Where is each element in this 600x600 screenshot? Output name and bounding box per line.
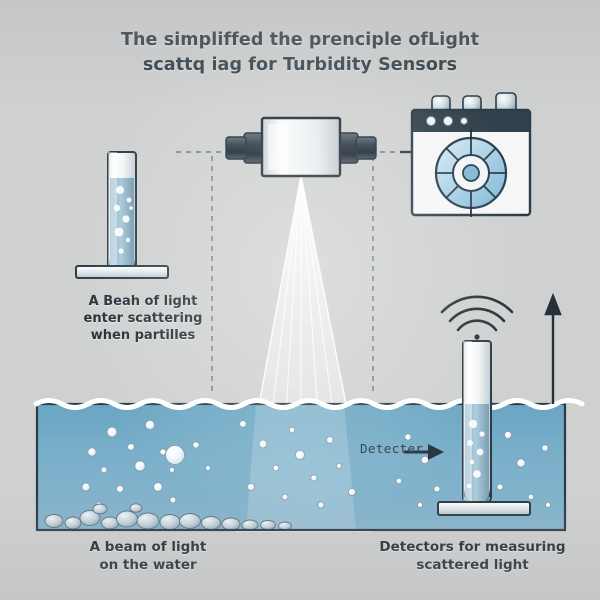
sediment-layer bbox=[44, 503, 292, 530]
detector-probe-tube-assembly bbox=[437, 340, 531, 516]
water-surface-line bbox=[33, 398, 585, 410]
sample-test-tube-assembly bbox=[75, 151, 169, 279]
detector-inline-label: Detecter bbox=[360, 441, 424, 456]
panel-knobs bbox=[431, 92, 517, 115]
caption-right-line-1: Detectors for measuring bbox=[379, 539, 566, 555]
panel-indicator-lights bbox=[425, 115, 468, 127]
water-tank-body bbox=[33, 398, 585, 532]
caption-left-line-2: on the water bbox=[99, 557, 197, 573]
light-source-emitter bbox=[225, 116, 377, 178]
caption-left-line-1: A beam of light bbox=[89, 539, 207, 555]
title-line-2: scattq iag for Turbidity Sensors bbox=[142, 55, 458, 75]
annotation-line-3: when partilles bbox=[90, 328, 196, 343]
guide-lines bbox=[176, 151, 412, 396]
wireless-signal-icon bbox=[440, 295, 514, 340]
dial-gauge bbox=[434, 129, 508, 217]
annotation-line-1: A Beah of light bbox=[88, 294, 198, 309]
caption-beam-on-water: A beam of light on the water bbox=[48, 538, 248, 574]
caption-detectors: Detectors for measuring scattered light bbox=[370, 538, 575, 574]
suspended-particles bbox=[81, 419, 552, 512]
light-beam-cone bbox=[235, 175, 372, 532]
detector-readout-panel bbox=[400, 92, 532, 217]
up-arrow-indicator bbox=[544, 292, 562, 404]
annotation-line-2: enter scattering bbox=[83, 311, 203, 326]
annotation-beam-scattering: A Beah of light enter scattering when pa… bbox=[48, 293, 238, 344]
page-title: The simpliffed the prenciple ofLight sca… bbox=[0, 28, 600, 78]
caption-right-line-2: scattered light bbox=[416, 557, 529, 573]
title-line-1: The simpliffed the prenciple ofLight bbox=[120, 30, 480, 50]
